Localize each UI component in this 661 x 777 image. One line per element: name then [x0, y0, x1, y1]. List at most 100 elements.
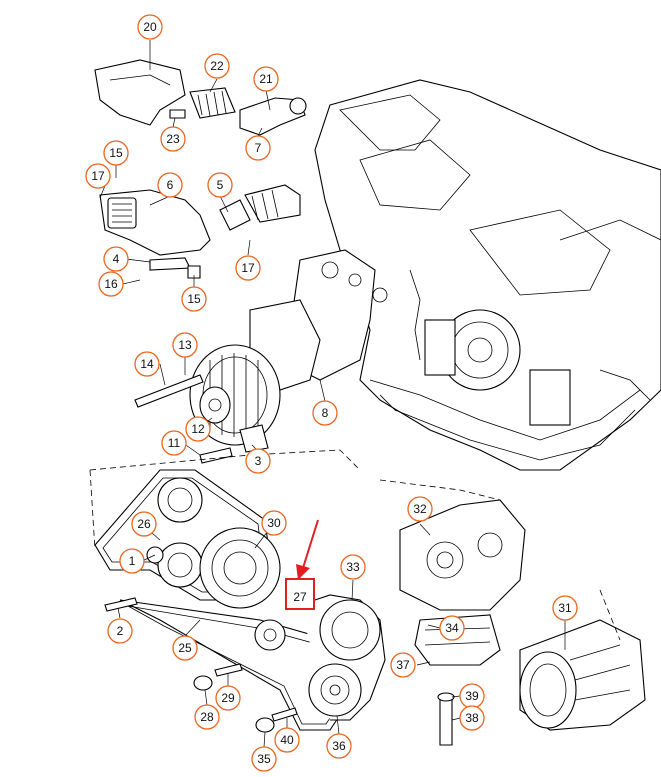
callout-22: 22: [204, 53, 230, 79]
callout-38: 38: [459, 705, 485, 731]
callout-number: 39: [465, 689, 479, 703]
callout-number: 34: [445, 621, 459, 635]
callout-4: 4: [103, 246, 129, 272]
callout-number: 7: [255, 141, 262, 155]
callout-circle: [185, 416, 211, 442]
callout-number: 37: [396, 658, 410, 672]
callout-15: 15: [181, 286, 207, 312]
callout-34: 34: [439, 615, 465, 641]
callout-2: 2: [107, 618, 133, 644]
callout-number: 22: [210, 59, 224, 73]
callout-circle: [160, 126, 186, 152]
callout-circle: [134, 351, 160, 377]
callout-circle: [107, 618, 133, 644]
callout-number: 3: [255, 454, 262, 468]
callout-number: 36: [332, 739, 346, 753]
callout-21: 21: [253, 66, 279, 92]
callout-11: 11: [161, 430, 187, 456]
callout-circle: [261, 510, 287, 536]
callout-circle: [98, 271, 124, 297]
callout-circle: [207, 172, 233, 198]
callout-number: 29: [221, 691, 235, 705]
belt-drive-group: [89, 449, 386, 733]
callout-35: 35: [251, 746, 277, 772]
callout-circle: [340, 554, 366, 580]
callout-circle: [459, 705, 485, 731]
callout-circle: [85, 163, 111, 189]
callout-36: 36: [326, 733, 352, 759]
callout-number: 21: [259, 72, 273, 86]
highlight-arrow-head: [296, 564, 310, 580]
callout-circle: [172, 332, 198, 358]
callout-number: 12: [191, 422, 205, 436]
callout-number: 38: [465, 711, 479, 725]
callout-circle: [181, 286, 207, 312]
callout-number: 26: [137, 517, 151, 531]
callout-25: 25: [172, 635, 198, 661]
callout-28: 28: [194, 704, 220, 730]
callout-15: 15: [103, 140, 129, 166]
callout-number: 17: [91, 169, 105, 183]
callout-number: 13: [178, 338, 192, 352]
callout-17: 17: [235, 255, 261, 281]
callout-12: 12: [185, 416, 211, 442]
engine-block: [314, 79, 661, 471]
callout-32: 32: [407, 496, 433, 522]
callout-circle: [215, 685, 241, 711]
callout-37: 37: [390, 652, 416, 678]
callout-number: 40: [280, 733, 294, 747]
callout-circle: [103, 246, 129, 272]
callout-number: 5: [217, 178, 224, 192]
callout-number: 31: [558, 601, 572, 615]
highlight-arrow: [302, 519, 319, 569]
callout-number: 16: [104, 277, 118, 291]
callout-number: 6: [167, 178, 174, 192]
callout-number: 20: [143, 20, 157, 34]
callout-13: 13: [172, 332, 198, 358]
callout-number: 15: [187, 292, 201, 306]
callout-circle: [253, 66, 279, 92]
callout-30: 30: [261, 510, 287, 536]
callout-circle: [137, 14, 163, 40]
intake-bracket-group: [94, 59, 307, 136]
air-duct-group: [99, 184, 301, 279]
callout-circle: [552, 595, 578, 621]
callout-number: 4: [113, 252, 120, 266]
alternator-group: [134, 249, 388, 464]
callout-number: 28: [200, 710, 214, 724]
callout-circle: [439, 615, 465, 641]
callout-26: 26: [131, 511, 157, 537]
callout-number: 11: [168, 436, 181, 450]
callout-6: 6: [157, 172, 183, 198]
callout-1: 1: [119, 548, 145, 574]
callout-circle: [161, 430, 187, 456]
callout-number: 33: [346, 560, 360, 574]
callout-23: 23: [160, 126, 186, 152]
callout-8: 8: [312, 400, 338, 426]
callout-number: 32: [413, 502, 427, 516]
callout-17: 17: [85, 163, 111, 189]
callout-number: 8: [322, 406, 329, 420]
callout-circle: [235, 255, 261, 281]
callout-16: 16: [98, 271, 124, 297]
callout-39: 39: [459, 683, 485, 709]
callout-circle: [245, 448, 271, 474]
callout-circle: [245, 135, 271, 161]
callout-circle: [172, 635, 198, 661]
callout-number: 14: [140, 357, 154, 371]
callout-number: 17: [241, 261, 255, 275]
callout-number: 23: [166, 132, 180, 146]
callout-29: 29: [215, 685, 241, 711]
callout-number: 1: [129, 554, 136, 568]
callout-27: 27: [293, 590, 307, 604]
callout-number: 35: [257, 752, 271, 766]
callout-circle: [103, 140, 129, 166]
callout-number: 15: [109, 146, 123, 160]
callout-number: 30: [267, 516, 281, 530]
callout-5: 5: [207, 172, 233, 198]
callout-circle: [326, 733, 352, 759]
callout-3: 3: [245, 448, 271, 474]
callout-20: 20: [137, 14, 163, 40]
